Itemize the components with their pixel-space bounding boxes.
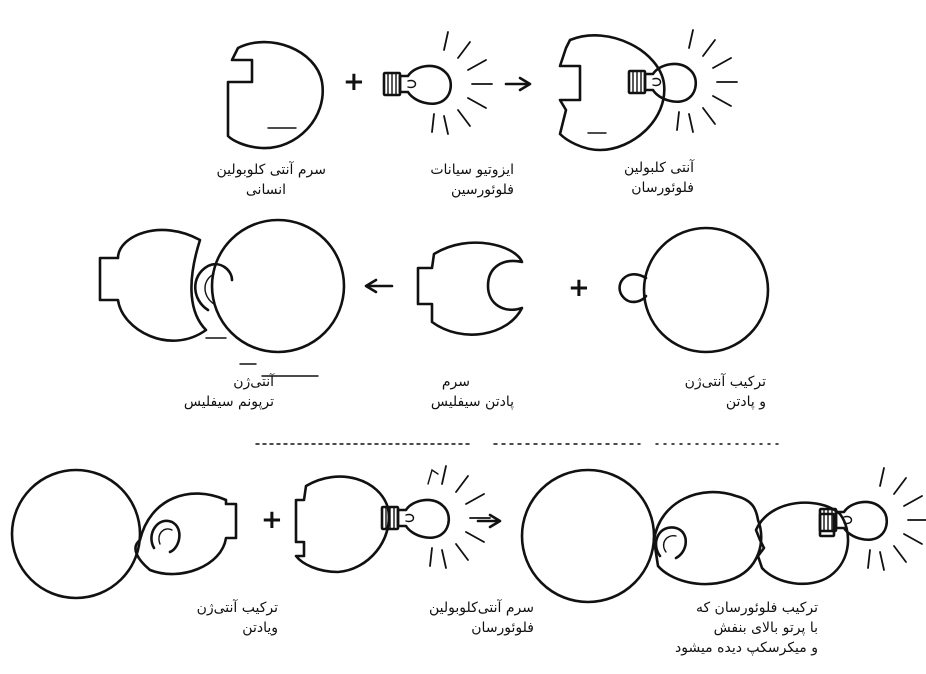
- label-line: فلوئورسین: [450, 182, 514, 198]
- label-line: پادتن سیفلیس: [430, 394, 514, 410]
- label-line: ایزوتیو سیانات: [430, 162, 514, 178]
- antiglobulin-serum-shape: [226, 40, 325, 150]
- plus-sign-row2: +: [568, 273, 590, 303]
- label-line: فلوئورسان: [471, 620, 534, 636]
- label-antigen-antibody-complex: ترکیب آنتی‌ژن و پادتن: [650, 372, 766, 412]
- label-syphilis-antibody-serum: سرم پادتن سیفلیس: [400, 372, 514, 412]
- label-fluorescent-antiglobulin: آنتی کلبولین فلوئورسان: [584, 158, 694, 198]
- label-line: آنتی‌ژن: [233, 374, 274, 390]
- syphilis-antibody-serum-shape: [416, 241, 524, 336]
- syphilis-treponema-antigen-shape: [618, 226, 770, 354]
- label-line: ویادتن: [242, 620, 278, 636]
- label-line: با پرتو بالای بنفش: [713, 620, 818, 636]
- fluorescent-antiglobulin-serum-row3: [294, 468, 439, 574]
- label-line: انسانی: [245, 182, 286, 198]
- label-fluorescent-complex-result: ترکیب فلوئورسان که با پرتو بالای بنفش و …: [646, 598, 818, 658]
- label-line: سرم آنتی‌کلوبولین: [428, 600, 534, 616]
- label-line: ترکیب آنتی‌ژن: [684, 374, 766, 390]
- label-isothiocyanate-fluorescein: ایزوتیو سیانات فلوئورسین: [400, 160, 514, 200]
- row3-serum-bulb: [380, 465, 491, 569]
- label-human-antiglobulin-serum: سرم آنتی کلوبولین انسانی: [180, 160, 326, 200]
- label-line: ترکیب آنتی‌ژن: [196, 600, 278, 616]
- result-bulb: [818, 467, 926, 571]
- fluorescent-complex-result: [520, 468, 850, 604]
- plus-sign-row1: +: [343, 67, 365, 97]
- label-line: آنتی کلبولین: [623, 160, 694, 176]
- plus-sign-row3: +: [261, 505, 283, 535]
- label-line: سرم: [441, 374, 470, 390]
- label-line: و پادتن: [725, 394, 766, 410]
- label-line: ترکیب فلوئورسان که: [695, 600, 818, 616]
- label-treponema-antigen: آنتی‌ژن ترپونم سیفلیس: [150, 372, 274, 412]
- label-line: فلوئورسان: [631, 180, 694, 196]
- label-fluorescent-antiglobulin-serum: سرم آنتی‌کلوبولین فلوئورسان: [386, 598, 534, 638]
- label-line: و میکرسکپ دیده میشود: [675, 640, 818, 656]
- conjugate-bulb: [627, 29, 738, 133]
- fluorescent-antiglobulin-shape: [558, 34, 666, 152]
- label-antigen-antibody-complex-2: ترکیب آنتی‌ژن ویادتن: [166, 598, 278, 638]
- antigen-antibody-complex-row3: [10, 468, 238, 600]
- antigen-antibody-complex-row2: [98, 218, 346, 354]
- label-line: ترپونم سیفلیس: [183, 394, 274, 410]
- isothiocyanate-bulb: [382, 31, 493, 135]
- label-line: سرم آنتی کلوبولین: [216, 162, 326, 178]
